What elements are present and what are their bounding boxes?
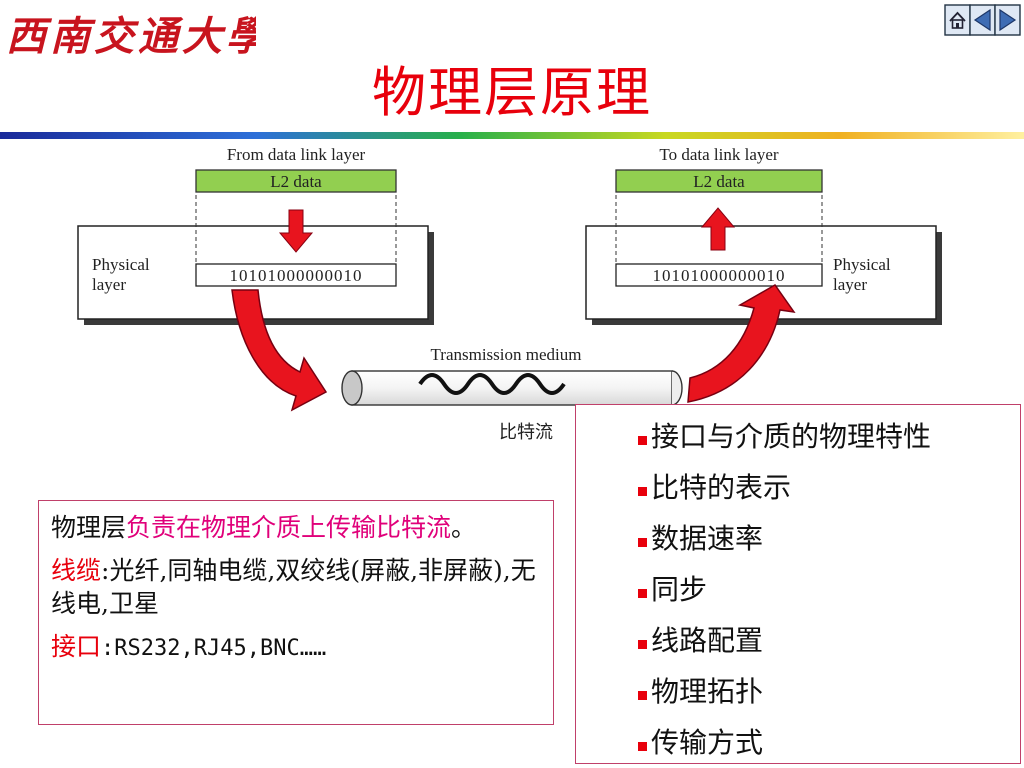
medium-label: Transmission medium — [431, 345, 582, 364]
right-l2-label: L2 data — [693, 172, 745, 191]
right-bits: 10101000000010 — [653, 266, 786, 285]
right-caption: To data link layer — [659, 145, 779, 164]
list-item: 传输方式 — [638, 717, 1020, 768]
list-item: 数据速率 — [638, 513, 1020, 564]
triangle-left-icon — [973, 8, 991, 32]
transmission-medium: Transmission medium 比特流 — [341, 345, 683, 440]
properties-box: 接口与介质的物理特性 比特的表示 数据速率 同步 线路配置 物理拓扑 传输方式 — [575, 404, 1021, 764]
list-item: 同步 — [638, 564, 1020, 615]
cable-line: 线缆:光纤,同轴电缆,双绞线(屏蔽,非屏蔽),无线电,卫星 — [51, 556, 536, 618]
bullet-icon — [638, 640, 647, 649]
curved-arrow-up-icon — [687, 284, 796, 403]
svg-text:西南交通大學: 西南交通大學 — [6, 13, 256, 60]
university-logo: 西南交通大學 — [6, 13, 256, 60]
slide-title: 物理层原理 — [372, 61, 652, 124]
bullet-icon — [638, 487, 647, 496]
signal-wave-icon — [418, 373, 566, 395]
bullet-icon — [638, 691, 647, 700]
left-bits: 10101000000010 — [230, 266, 363, 285]
down-arrow-icon — [278, 209, 314, 253]
home-icon — [949, 11, 966, 29]
curved-arrow-down-icon — [231, 289, 328, 412]
previous-button[interactable] — [969, 4, 996, 36]
right-layer-label-line2: layer — [833, 275, 867, 294]
home-button[interactable] — [944, 4, 971, 36]
right-l2-box — [615, 169, 823, 193]
right-physical-layer: 10101000000010 Physical layer To data li… — [585, 145, 942, 325]
definition-line: 物理层负责在物理介质上传输比特流。 — [51, 513, 477, 542]
left-layer-label-line1: Physical — [92, 255, 150, 274]
definition-box: 物理层负责在物理介质上传输比特流。 线缆:光纤,同轴电缆,双绞线(屏蔽,非屏蔽)… — [38, 500, 554, 725]
bullet-icon — [638, 436, 647, 445]
list-item: 接口与介质的物理特性 — [638, 411, 1020, 462]
physical-layer-diagram: Physical layer 10101000000010 From data … — [77, 145, 942, 440]
left-caption: From data link layer — [227, 145, 366, 164]
bullet-icon — [638, 589, 647, 598]
left-l2-box — [195, 169, 397, 193]
list-item: 比特的表示 — [638, 462, 1020, 513]
left-l2-label: L2 data — [270, 172, 322, 191]
triangle-right-icon — [999, 8, 1017, 32]
left-layer-label-line2: layer — [92, 275, 126, 294]
next-button[interactable] — [994, 4, 1021, 36]
list-item: 线路配置 — [638, 615, 1020, 666]
up-arrow-icon — [700, 207, 736, 251]
list-item: 物理拓扑 — [638, 666, 1020, 717]
nav-buttons — [944, 4, 1021, 36]
right-layer-label-line1: Physical — [833, 255, 891, 274]
properties-list: 接口与介质的物理特性 比特的表示 数据速率 同步 线路配置 物理拓扑 传输方式 — [576, 411, 1020, 768]
bullet-icon — [638, 538, 647, 547]
rainbow-divider — [0, 132, 1024, 139]
bullet-icon — [638, 742, 647, 751]
interface-line: 接口:RS232,RJ45,BNC…… — [51, 632, 327, 661]
bitstream-label: 比特流 — [499, 422, 553, 440]
